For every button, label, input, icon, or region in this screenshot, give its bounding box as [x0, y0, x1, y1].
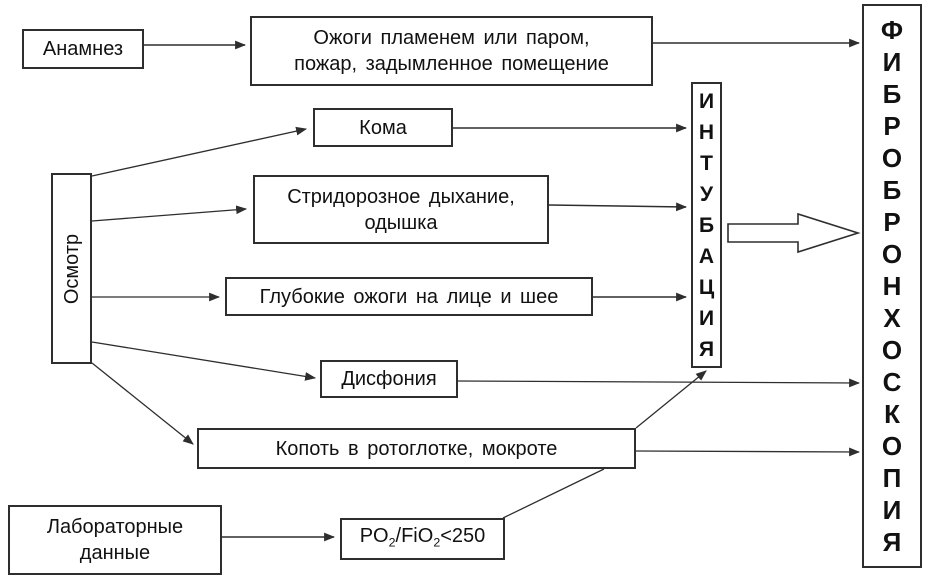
node-koma: Кома: [313, 108, 453, 147]
anamnez-label: Анамнез: [42, 38, 124, 60]
lab-line2: данные: [79, 542, 151, 564]
lab-line1: Лабораторные: [46, 516, 184, 538]
burn-history-line1: Ожоги пламенем или паром,: [313, 27, 590, 49]
arrow-osmotr-to-disfonia: [91, 341, 317, 381]
node-dysphonia: Дисфония: [320, 360, 458, 398]
burn-history-line2: пожар, задымленное помещение: [294, 53, 609, 75]
arrow-kopot-to-intubacia: [635, 370, 707, 429]
node-burn-history: Ожоги пламенем или паром, пожар, задымле…: [250, 16, 653, 86]
arrow-kopot-to-fibro: [635, 447, 861, 457]
arrow-osmotr-to-koma: [91, 126, 308, 177]
stridor-line2: одышка: [364, 211, 438, 234]
po2-formula: PO2/FiO2<250: [359, 524, 486, 550]
node-osmotr: Осмотр: [51, 173, 92, 364]
dysphonia-label: Дисфония: [341, 368, 437, 390]
soot-label: Копоть в ротоглотке, мокроте: [275, 437, 558, 460]
koma-label: Кома: [359, 116, 407, 139]
osmotr-label: Осмотр: [60, 233, 83, 304]
node-deep-burns: Глубокие ожоги на лице и шее: [225, 277, 593, 316]
node-soot: Копоть в ротоглотке, мокроте: [197, 428, 636, 469]
node-lab-data: Лабораторные данные: [8, 505, 222, 575]
arrow-osmotr-to-stridor: [91, 205, 248, 222]
block-arrow-intubacia-to-fibro: [727, 212, 861, 254]
line-po2-to-kopot: [502, 468, 605, 519]
node-po2-fio2: PO2/FiO2<250: [340, 518, 505, 560]
arrow-stridor-to-intubacia: [548, 202, 688, 212]
node-stridor: Стридорозное дыхание, одышка: [253, 175, 549, 244]
stridor-line1: Стридорозное дыхание,: [287, 185, 515, 208]
deep-burns-label: Глубокие ожоги на лице и шее: [259, 285, 559, 308]
node-anamnez: Анамнез: [22, 29, 144, 69]
arrow-disfonia-to-fibro: [457, 378, 861, 388]
arrow-osmotr-to-kopot: [91, 362, 194, 445]
